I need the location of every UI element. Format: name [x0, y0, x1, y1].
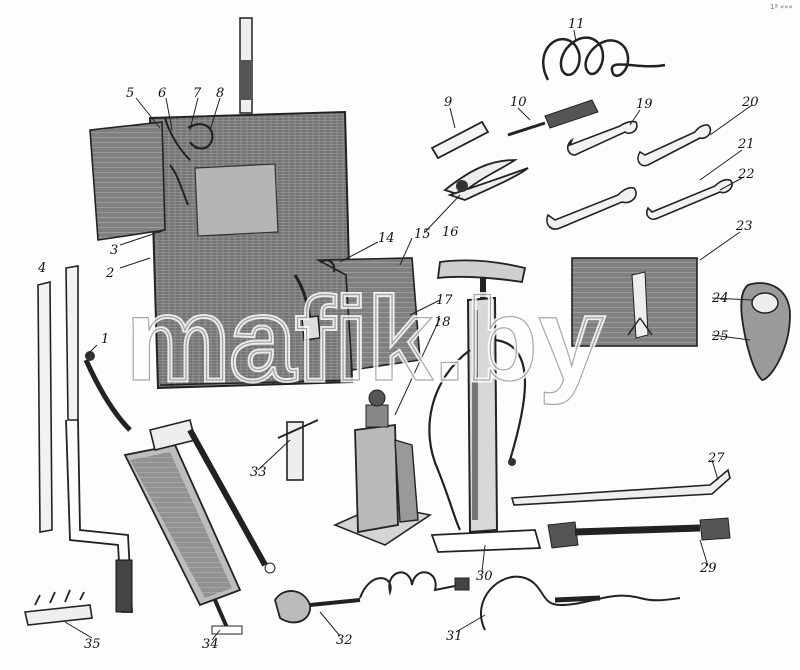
callout-19: 19: [636, 97, 653, 112]
watermark-text: mafik.by: [125, 274, 604, 406]
open-end-spanner-19: [566, 120, 638, 156]
callout-5: 5: [126, 86, 134, 101]
callout-11: 11: [568, 17, 585, 32]
callout-7: 7: [193, 86, 202, 101]
callout-1: 1: [101, 332, 109, 347]
callout-2: 2: [105, 266, 114, 281]
callout-16: 16: [442, 225, 459, 240]
tool-roll-bag: [89, 110, 421, 390]
spare-bulb-box: [740, 282, 791, 381]
callout-3: 3: [110, 243, 118, 258]
wheel-brace: [547, 517, 731, 549]
callout-22: 22: [737, 167, 755, 182]
callout-20: 20: [741, 95, 759, 110]
grease-gun: [123, 419, 276, 635]
screwdriver: [507, 99, 599, 137]
callout-31: 31: [446, 629, 463, 644]
socket-spanner: [277, 419, 319, 481]
small-tool-bag: [571, 257, 698, 347]
callout-4: 4: [37, 261, 46, 276]
box-spanner: [430, 120, 490, 160]
open-end-spanner-22: [645, 178, 733, 220]
open-end-spanner-21: [546, 186, 637, 230]
open-end-spanner-20: [637, 124, 712, 167]
grease-gun-hose: [83, 351, 132, 432]
spark-plug-gauge: [24, 589, 93, 626]
pliers: [443, 159, 529, 201]
tyre-pump: [428, 259, 542, 553]
callout-29: 29: [699, 561, 717, 576]
callout-8: 8: [216, 86, 224, 101]
callout-34: 34: [202, 637, 219, 652]
callout-25: 25: [711, 329, 729, 344]
callout-35: 35: [84, 637, 101, 652]
callout-27: 27: [707, 451, 725, 466]
callout-32: 32: [336, 633, 353, 648]
callout-14: 14: [378, 231, 395, 246]
bottle-jack: [332, 389, 433, 546]
callout-33: 33: [250, 465, 267, 480]
leader-lines: [64, 29, 753, 641]
watermark-outline: mafik.by: [125, 274, 604, 406]
callout-9: 9: [444, 95, 452, 110]
callout-23: 23: [735, 219, 753, 234]
spring-coil: [541, 36, 666, 81]
tyre-lever: [37, 280, 53, 533]
corner-mark: 1ª «««: [770, 3, 793, 11]
callout-6: 6: [158, 86, 166, 101]
jack-handle: [65, 265, 133, 613]
pry-bar: [510, 468, 731, 506]
callout-21: 21: [737, 137, 755, 152]
towing-cable: [479, 575, 681, 631]
callout-18: 18: [434, 315, 451, 330]
callout-10: 10: [510, 95, 527, 110]
extension-rod: [239, 17, 253, 114]
callout-15: 15: [414, 227, 431, 242]
inspection-lamp: [274, 571, 470, 624]
callout-30: 30: [476, 569, 493, 584]
callout-24: 24: [711, 291, 729, 306]
callout-17: 17: [436, 293, 453, 308]
